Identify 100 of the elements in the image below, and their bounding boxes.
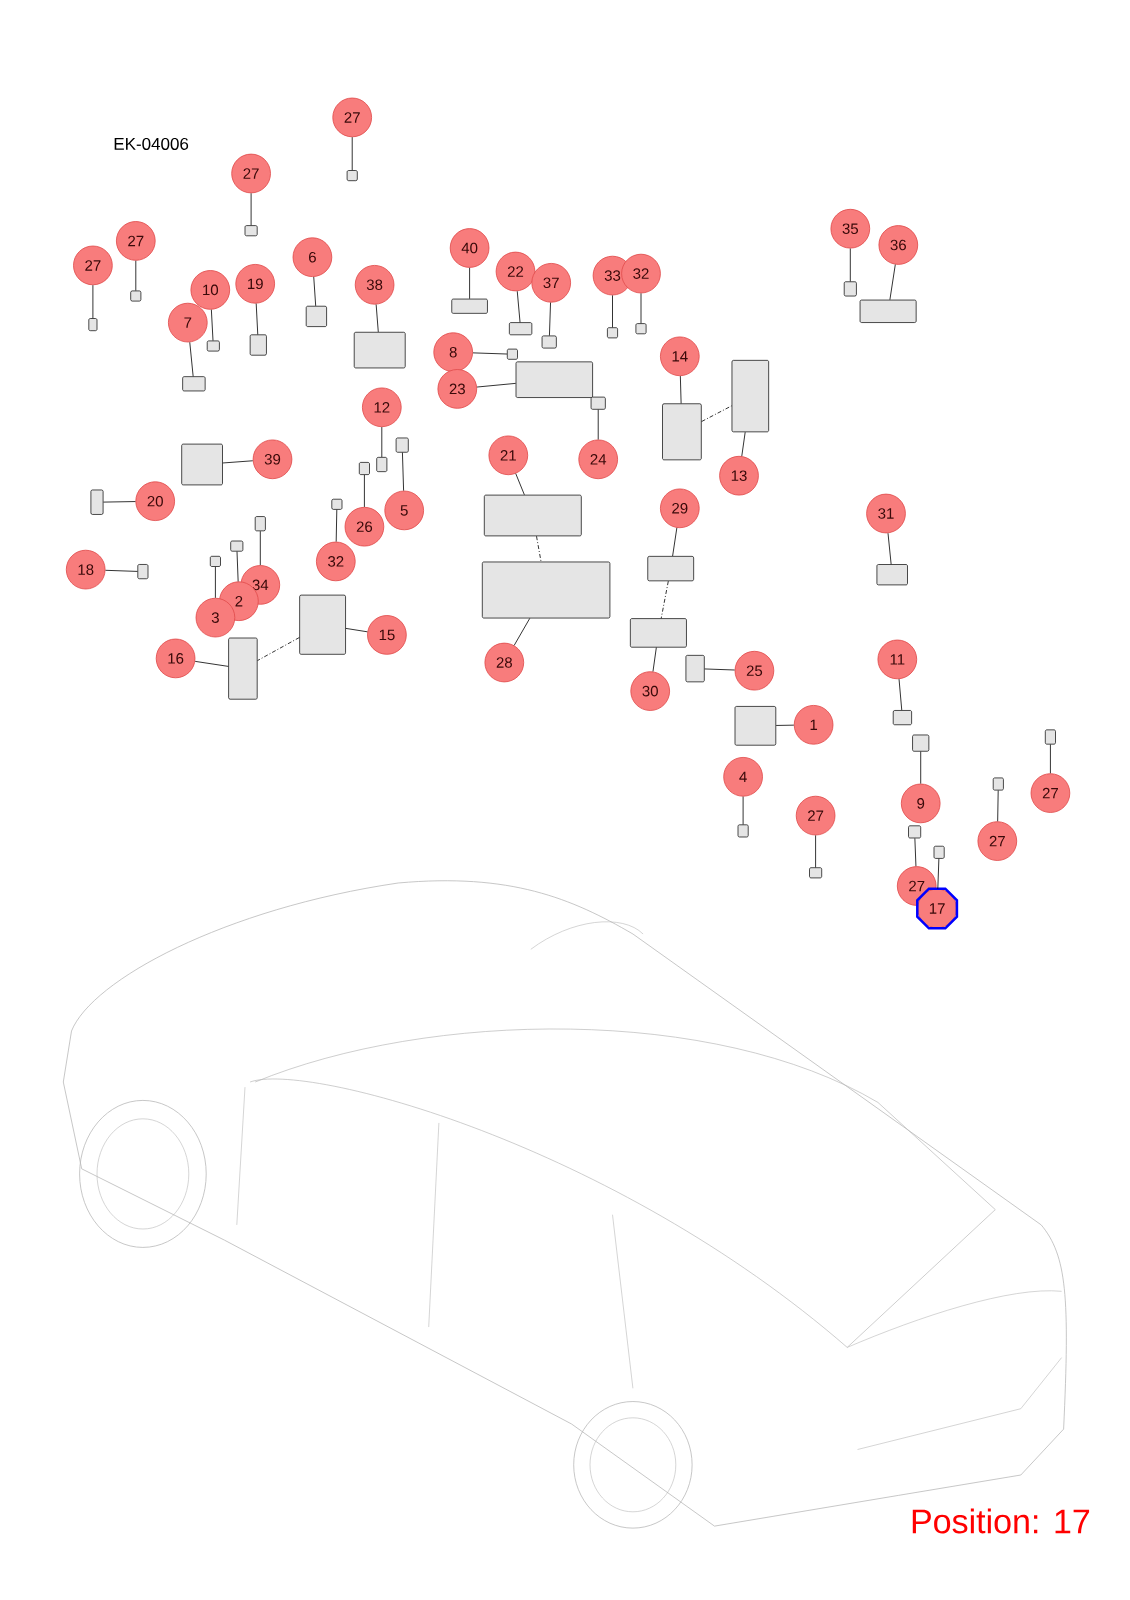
- leader-line: [742, 796, 744, 825]
- leader-line: [741, 431, 746, 457]
- callout-number: 27: [116, 221, 156, 261]
- part-box: [206, 340, 220, 352]
- part-box: [685, 655, 705, 683]
- callout-number: 27: [977, 821, 1018, 861]
- callout-number: 19: [235, 264, 275, 304]
- leader-line: [194, 660, 229, 667]
- callout-number: 27: [1030, 773, 1071, 813]
- leader-line: [887, 532, 892, 565]
- callout-number: 10: [190, 270, 231, 310]
- part-box: [376, 457, 388, 472]
- part-box: [305, 305, 327, 327]
- leader-line: [105, 569, 138, 572]
- leader-line: [335, 509, 338, 542]
- callout-number: 29: [660, 488, 700, 529]
- leader-line: [549, 302, 551, 336]
- part-box: [933, 845, 945, 859]
- leader-line: [889, 264, 896, 301]
- callout-number: 27: [73, 245, 113, 286]
- dashed-connector: [660, 580, 669, 619]
- leader-line: [937, 858, 940, 890]
- part-box: [181, 443, 223, 486]
- part-box: [912, 734, 930, 752]
- leader-line: [236, 551, 239, 582]
- callout-number: 23: [437, 369, 478, 409]
- part-box: [90, 489, 104, 515]
- leader-line: [515, 473, 525, 496]
- part-box: [541, 335, 557, 349]
- leader-line: [476, 382, 517, 388]
- leader-line: [914, 837, 917, 867]
- callout-number: 14: [660, 336, 700, 377]
- part-box: [88, 318, 98, 332]
- part-box: [506, 348, 518, 360]
- callout-number: 18: [65, 549, 106, 590]
- leader-line: [898, 678, 903, 711]
- leader-line: [189, 341, 194, 377]
- part-box: [230, 540, 244, 552]
- dashed-connector: [701, 405, 732, 422]
- callout-number: 27: [332, 97, 372, 138]
- part-box: [737, 824, 749, 838]
- part-box: [809, 867, 823, 879]
- leader-line: [259, 530, 261, 566]
- part-box: [635, 323, 647, 335]
- callout-number: 35: [830, 208, 871, 249]
- part-box: [395, 437, 409, 453]
- part-box: [481, 561, 611, 619]
- leader-line: [364, 474, 365, 508]
- part-box: [908, 825, 922, 839]
- callout-number: 28: [484, 642, 525, 683]
- leader-line: [345, 628, 368, 633]
- leader-line: [513, 618, 531, 646]
- part-box: [244, 225, 258, 237]
- leader-line: [597, 409, 599, 440]
- position-label: Position: 17: [912, 1508, 1090, 1534]
- leader-line: [250, 192, 252, 226]
- leader-line: [672, 527, 678, 557]
- callout-number: 37: [531, 263, 571, 303]
- leader-line: [652, 647, 657, 672]
- callout-number: 32: [316, 541, 356, 582]
- leader-line: [704, 668, 735, 671]
- part-box: [353, 331, 406, 369]
- callout-number: 24: [578, 439, 618, 480]
- leader-line: [849, 248, 851, 282]
- leader-line: [103, 501, 136, 503]
- leader-line: [381, 426, 383, 458]
- part-box: [992, 777, 1004, 791]
- callout-number: 22: [495, 251, 536, 292]
- leader-line: [313, 276, 317, 307]
- callout-number: 27: [795, 795, 836, 836]
- part-box: [299, 594, 346, 655]
- leader-line: [215, 566, 216, 599]
- dashed-connector: [536, 535, 542, 562]
- dashed-connector: [257, 637, 300, 661]
- part-box: [630, 618, 687, 648]
- leader-line: [469, 267, 470, 300]
- callout-number: 38: [354, 265, 395, 305]
- leader-line: [775, 724, 795, 726]
- callout-number: 39: [252, 439, 293, 480]
- part-box: [590, 396, 606, 410]
- callout-number: 3: [195, 597, 236, 638]
- callout-number: 12: [362, 387, 402, 428]
- part-box: [254, 516, 266, 532]
- part-box: [607, 327, 618, 339]
- leader-line: [255, 303, 259, 335]
- part-box: [451, 298, 488, 314]
- part-box: [331, 498, 343, 510]
- callout-number: 20: [135, 481, 175, 521]
- part-box: [228, 637, 258, 700]
- callout-number: 32: [621, 253, 661, 294]
- callout-number: 4: [723, 757, 763, 797]
- part-box: [734, 706, 777, 746]
- callout-number: 6: [292, 237, 333, 277]
- callout-number: 31: [866, 493, 906, 534]
- part-box: [892, 710, 912, 726]
- leader-line: [640, 293, 642, 324]
- part-box: [515, 361, 593, 398]
- callout-number: 7: [168, 302, 208, 343]
- callout-number: 8: [433, 332, 473, 372]
- part-box: [509, 322, 533, 336]
